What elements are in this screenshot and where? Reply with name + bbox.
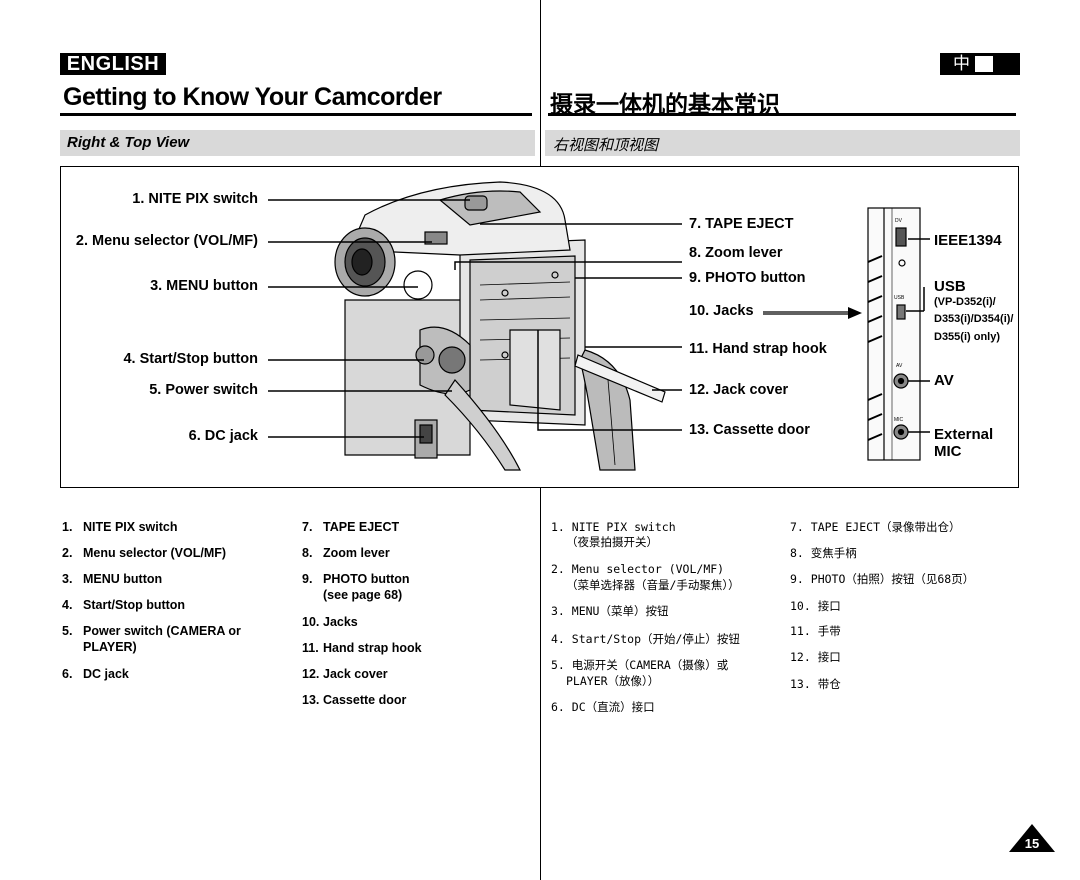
label-power-switch: 5. Power switch xyxy=(149,382,258,398)
list-num: 4. xyxy=(62,598,73,612)
list-num: 3. xyxy=(62,572,73,586)
label-usb-models-3: D355(i) only) xyxy=(934,331,1001,343)
list-item-zh: 2. Menu selector (VOL/MF) xyxy=(551,562,725,576)
list-item-zh: 1. NITE PIX switch xyxy=(551,520,676,534)
label-ieee1394: IEEE1394 xyxy=(934,232,1002,249)
list-text: MENU button xyxy=(83,572,163,586)
list-num: 13. xyxy=(302,693,320,707)
leader-lines-right xyxy=(454,223,682,431)
leader-lines-left xyxy=(268,199,470,438)
list-text: Hand strap hook xyxy=(323,641,422,655)
list-text: (see page 68) xyxy=(323,588,403,602)
jacks-arrow xyxy=(763,307,862,319)
list-text: TAPE EJECT xyxy=(323,520,400,534)
list-item-zh: 9. PHOTO（拍照）按钮（见68页） xyxy=(790,572,975,586)
label-tape-eject: 7. TAPE EJECT xyxy=(689,216,794,232)
section-heading-chinese: 右视图和顶视图 xyxy=(545,130,1020,156)
label-av: AV xyxy=(934,372,954,389)
list-item-zh: （菜单选择器（音量/手动聚焦）） xyxy=(566,578,740,592)
label-external-mic-1: External xyxy=(934,426,994,443)
label-menu-selector: 2. Menu selector (VOL/MF) xyxy=(75,233,258,249)
list-num: 7. xyxy=(302,520,313,534)
page-title-english: Getting to Know Your Camcorder xyxy=(63,83,442,111)
title-rule-english xyxy=(60,113,532,116)
list-text: Zoom lever xyxy=(323,546,390,560)
label-nite-pix-switch: 1. NITE PIX switch xyxy=(132,191,258,207)
list-item-zh: （夜景拍摄开关） xyxy=(566,535,658,549)
jacks-panel xyxy=(867,207,930,461)
language-tab-chinese: 中 xyxy=(940,53,1020,75)
section-heading-english: Right & Top View xyxy=(60,130,535,156)
list-num: 6. xyxy=(62,667,73,681)
label-start-stop-button: 4. Start/Stop button xyxy=(123,351,258,367)
list-text: Jacks xyxy=(323,615,358,629)
label-jack-cover: 12. Jack cover xyxy=(689,382,789,398)
section-heading-english-text: Right & Top View xyxy=(67,134,190,151)
list-num: 5. xyxy=(62,624,73,638)
label-usb-models-2: D353(i)/D354(i)/ xyxy=(934,313,1014,325)
label-menu-button: 3. MENU button xyxy=(150,278,258,294)
label-usb: USB xyxy=(934,278,966,295)
panel-mark-mic: MIC xyxy=(894,417,904,423)
list-num: 2. xyxy=(62,546,73,560)
list-num: 12. xyxy=(302,667,320,681)
list-item-zh: PLAYER（放像）） xyxy=(566,674,660,688)
label-photo-button: 9. PHOTO button xyxy=(689,270,806,286)
list-item-zh: 3. MENU（菜单）按钮 xyxy=(551,604,669,618)
panel-mark-dv: DV xyxy=(895,218,903,224)
list-text: PLAYER) xyxy=(83,640,137,654)
list-text: Power switch (CAMERA or xyxy=(83,624,241,638)
panel-mark-av: AV xyxy=(896,363,903,369)
list-item-zh: 8. 变焦手柄 xyxy=(790,546,857,560)
label-zoom-lever: 8. Zoom lever xyxy=(689,245,783,261)
diagram-frame xyxy=(60,166,1019,488)
page-number-badge: 15 xyxy=(1009,824,1055,852)
page-number: 15 xyxy=(1025,836,1039,851)
list-text: NITE PIX switch xyxy=(83,520,178,534)
title-rule-chinese xyxy=(548,113,1016,116)
label-dc-jack: 6. DC jack xyxy=(188,428,258,444)
list-item-zh: 7. TAPE EJECT（录像带出仓） xyxy=(790,520,961,534)
list-item-zh: 5. 电源开关（CAMERA（摄像）或 xyxy=(551,658,729,672)
list-text: Start/Stop button xyxy=(83,598,186,612)
list-text: Menu selector (VOL/MF) xyxy=(83,546,227,560)
list-text: Cassette door xyxy=(323,693,407,707)
list-item-zh: 6. DC（直流）接口 xyxy=(551,700,655,714)
label-hand-strap-hook: 11. Hand strap hook xyxy=(689,341,827,357)
list-text: PHOTO button xyxy=(323,572,410,586)
list-num: 9. xyxy=(302,572,313,586)
language-tab-chinese-label: 中 xyxy=(953,54,970,74)
column-divider-bottom xyxy=(540,488,541,880)
jacks-panel-marks: DV USB AV MIC xyxy=(894,218,905,423)
list-text: DC jack xyxy=(83,667,129,681)
list-item-zh: 4. Start/Stop（开始/停止）按钮 xyxy=(551,632,740,646)
list-num: 10. xyxy=(302,615,320,629)
section-heading-chinese-text: 右视图和顶视图 xyxy=(553,136,659,154)
panel-mark-usb: USB xyxy=(894,295,905,301)
list-text: Jack cover xyxy=(323,667,388,681)
label-usb-models-1: (VP-D352(i)/ xyxy=(934,296,996,308)
list-num: 8. xyxy=(302,546,313,560)
label-external-mic-2: MIC xyxy=(934,443,962,460)
language-tab-english: ENGLISH xyxy=(60,53,166,75)
list-item-zh: 10. 接口 xyxy=(790,599,841,613)
label-cassette-door: 13. Cassette door xyxy=(689,422,810,438)
language-tab-chinese-box xyxy=(975,56,993,72)
column-divider-top xyxy=(540,0,541,166)
list-num: 11. xyxy=(302,641,319,655)
list-item-zh: 13. 带仓 xyxy=(790,677,841,691)
list-item-zh: 12. 接口 xyxy=(790,650,841,664)
list-item-zh: 11. 手带 xyxy=(790,624,841,638)
label-jacks: 10. Jacks xyxy=(689,303,754,319)
camcorder-drawing xyxy=(334,181,666,471)
list-num: 1. xyxy=(62,520,73,534)
